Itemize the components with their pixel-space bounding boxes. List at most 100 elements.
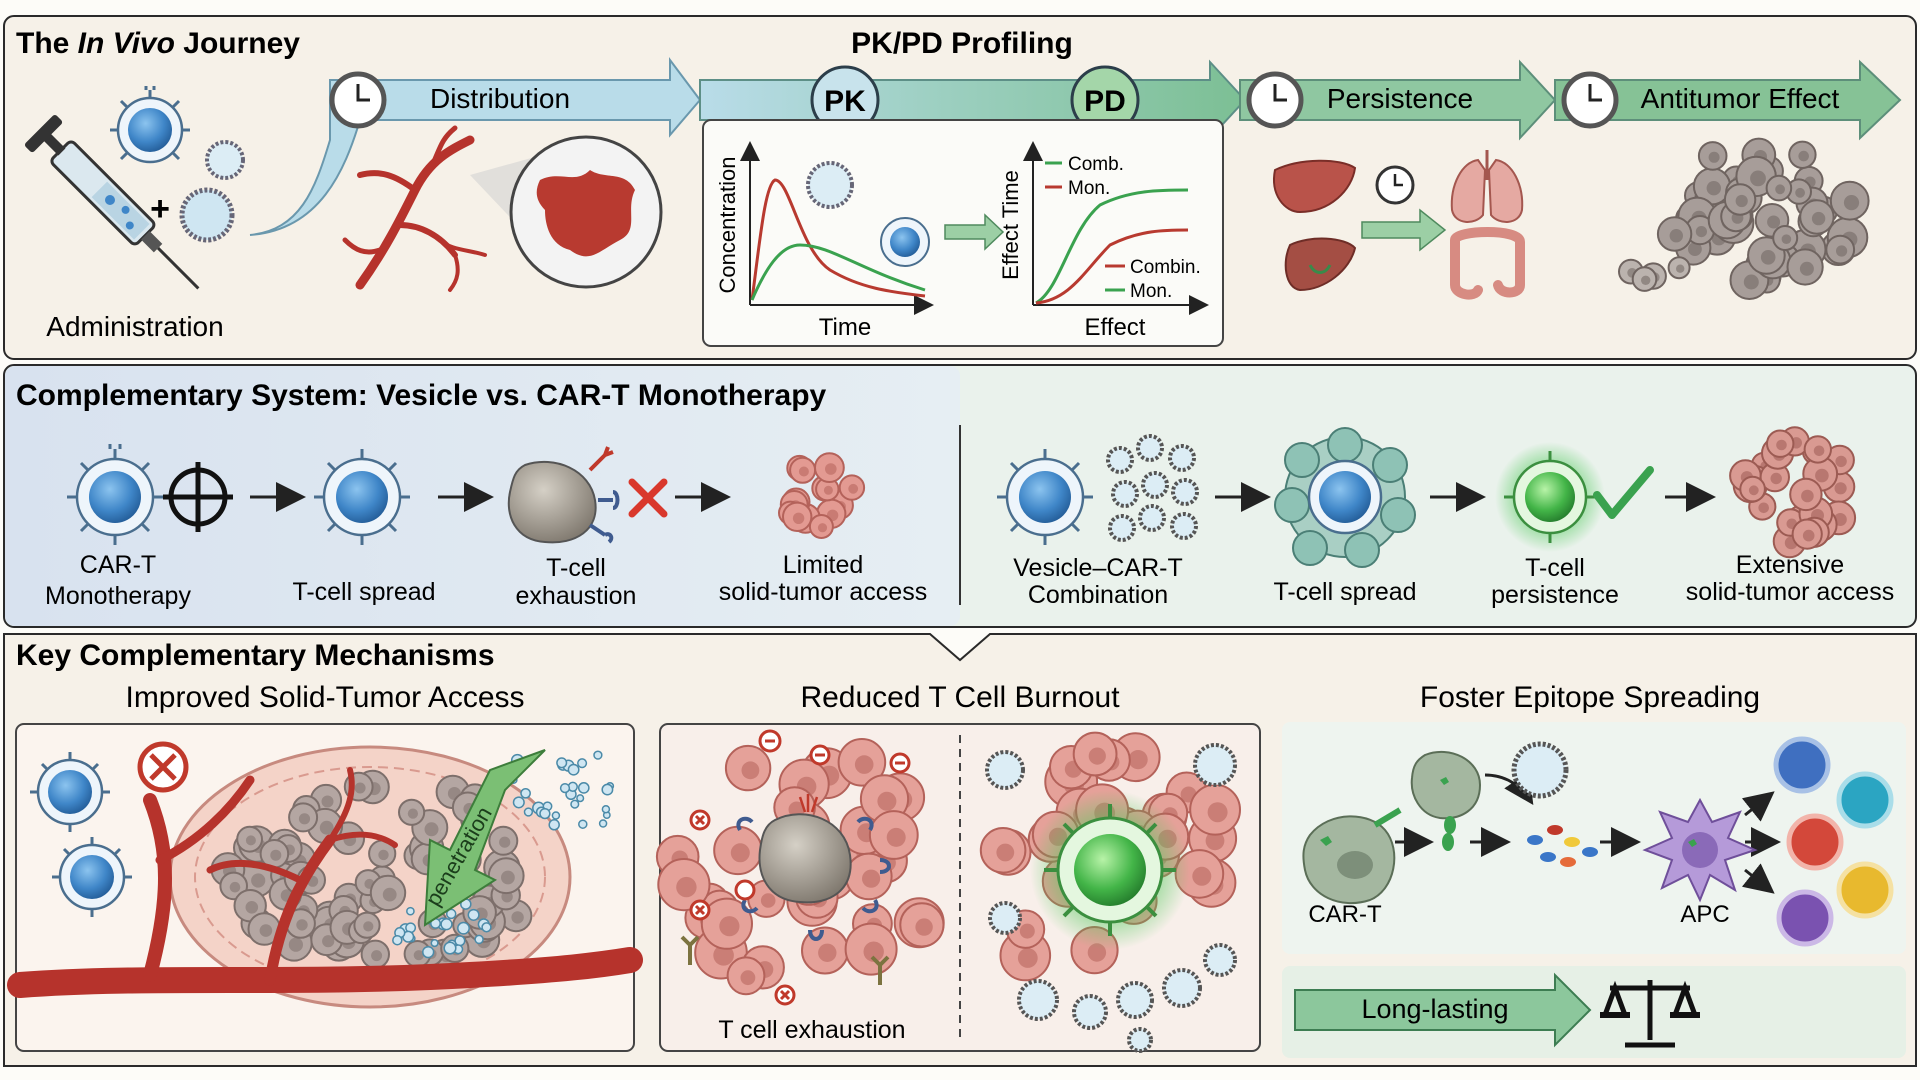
plus-sign: + (150, 190, 170, 228)
tumor-cell-nucleus (1776, 439, 1787, 451)
tumor-cell-nucleus (854, 755, 874, 774)
vesicle-group-icon (985, 743, 1237, 1053)
tumor-cell-nucleus (1813, 445, 1825, 457)
panel3-title: Key Complementary Mechanisms (16, 639, 495, 672)
label-limited: Limited (783, 551, 864, 579)
vesicle-group-icon (1106, 434, 1199, 542)
check-mark-icon (1593, 466, 1654, 519)
tumor-cell-nucleus (1811, 211, 1826, 226)
access-car-t-cell (30, 752, 110, 832)
tumor-cell-nucleus (501, 870, 515, 885)
car-t-mono-cell (67, 444, 163, 545)
step-distribution: Distribution (430, 83, 570, 114)
label-t-cell-left: T-cell (546, 554, 606, 582)
pd-chart: Effect Time Effect Comb. Mon. Combin. Mo… (998, 141, 1209, 341)
label-monotherapy: Monotherapy (45, 582, 191, 610)
pd-ylabel: Effect Time (998, 170, 1023, 280)
tumor-cell-nucleus (792, 512, 805, 524)
tumor-cell-nucleus (270, 849, 282, 861)
clock-icon (1375, 165, 1415, 205)
vesicle-particle (578, 819, 588, 829)
vesicle-particle (474, 934, 484, 945)
vesicle-particle (598, 819, 608, 828)
panel-key-mechanisms: Key Complementary Mechanisms Improved So… (3, 633, 1917, 1067)
tumor-cell-nucleus (730, 843, 750, 863)
tumor-cell-nucleus (863, 941, 884, 962)
burnout-title: Reduced T Cell Burnout (800, 681, 1120, 714)
tumor-cell-nucleus (363, 921, 374, 932)
tumor-cell-nucleus (862, 869, 881, 888)
syringe-icon (24, 114, 200, 290)
tumor-cell-nucleus (424, 822, 439, 837)
label-extensive-access: solid-tumor access (1686, 578, 1894, 606)
panel-in-vivo-journey: The In Vivo Journey PK/PD Profiling + Ad… (3, 15, 1917, 360)
vesicle-particle (593, 750, 603, 760)
car-t-tumor-cell (1302, 815, 1396, 905)
tumor-cell-nucleus (1750, 170, 1766, 187)
tumor-cell-nucleus (1128, 750, 1148, 770)
pk-curve-monotherapy (750, 178, 926, 301)
tumor-cell-nucleus (996, 843, 1015, 862)
target-icon (163, 462, 233, 532)
long-lasting-label: Long-lasting (1361, 994, 1508, 1024)
tumor-cell-nucleus (1799, 261, 1814, 276)
panel-complementary-system: Complementary System: Vesicle vs. CAR-T … (3, 364, 1917, 628)
access-car-t-cell (52, 837, 132, 917)
apc-label: APC (1680, 901, 1729, 928)
tumor-cell-nucleus (1767, 215, 1781, 229)
label-combination: Combination (1028, 581, 1168, 609)
vesicle-car-t-cell (997, 449, 1093, 545)
dying-tumor-cell (1410, 750, 1482, 834)
label-car-t: CAR-T (80, 551, 156, 579)
label-vesicle-car-t: Vesicle–CAR-T (1013, 554, 1183, 582)
pk-chart: Concentration Time (715, 141, 934, 341)
pk-badge: PK (810, 65, 880, 135)
pd-curve-combination (1035, 188, 1189, 305)
tumor-cell-nucleus (1088, 747, 1106, 765)
tumor-cell-nucleus (354, 782, 366, 794)
rescued-green-t-cell (1030, 790, 1190, 950)
t-cell-spread-cell (314, 449, 410, 545)
antigen-fragments (1527, 825, 1598, 867)
vesicle-particle (512, 796, 525, 809)
t-cell-exhaustion-label: T cell exhaustion (718, 1016, 905, 1044)
pd-xlabel: Effect (1085, 314, 1146, 341)
pk-cell-icon (880, 217, 930, 267)
tumor-cell-nucleus (1834, 482, 1847, 495)
tumor-cell-nucleus (298, 813, 311, 825)
organ-arrow (1361, 208, 1447, 252)
tumor-cell-nucleus (1019, 923, 1035, 939)
vesicle-particle (422, 945, 435, 959)
tumor-cell-nucleus (1641, 275, 1651, 285)
tumor-cell-nucleus (719, 916, 740, 937)
vesicle-icon (1511, 741, 1569, 799)
vesicle-particle (577, 782, 590, 794)
kidney-liver-icon (1284, 237, 1357, 292)
tumor-cell-nucleus (229, 881, 241, 893)
tumor-cell-nucleus (382, 887, 397, 902)
diverse-t-cells (1773, 736, 1894, 947)
vesicle-particle (392, 934, 403, 946)
vesicle-particle (576, 794, 585, 803)
label-t-cell-spread-left: T-cell spread (292, 578, 435, 606)
label-extensive: Extensive (1736, 551, 1844, 579)
tumor-cell-nucleus (259, 924, 273, 937)
tissue-zoom-circle (509, 135, 663, 289)
blocked-icon (137, 741, 189, 793)
blood-vessel-tree (7, 767, 643, 998)
pk-ylabel: Concentration (715, 157, 740, 294)
tumor-cell-nucleus (760, 893, 776, 908)
extensive-tumor-cluster (1729, 426, 1857, 559)
clock-icon (1246, 71, 1304, 129)
tumor-cell-nucleus (1758, 502, 1769, 514)
tumor-cell-nucleus (413, 950, 424, 961)
label-t-cell-spread-right: T-cell spread (1273, 578, 1416, 606)
vesicle-particle (567, 763, 580, 776)
car-t-cell-icon (110, 86, 190, 164)
pk-vesicle-icon (806, 161, 854, 209)
vesicle-particle (601, 804, 611, 814)
svg-text:PK: PK (824, 85, 866, 118)
administration-label: Administration (46, 311, 223, 342)
penetration-arrow (423, 749, 546, 927)
access-title: Improved Solid-Tumor Access (125, 681, 524, 714)
